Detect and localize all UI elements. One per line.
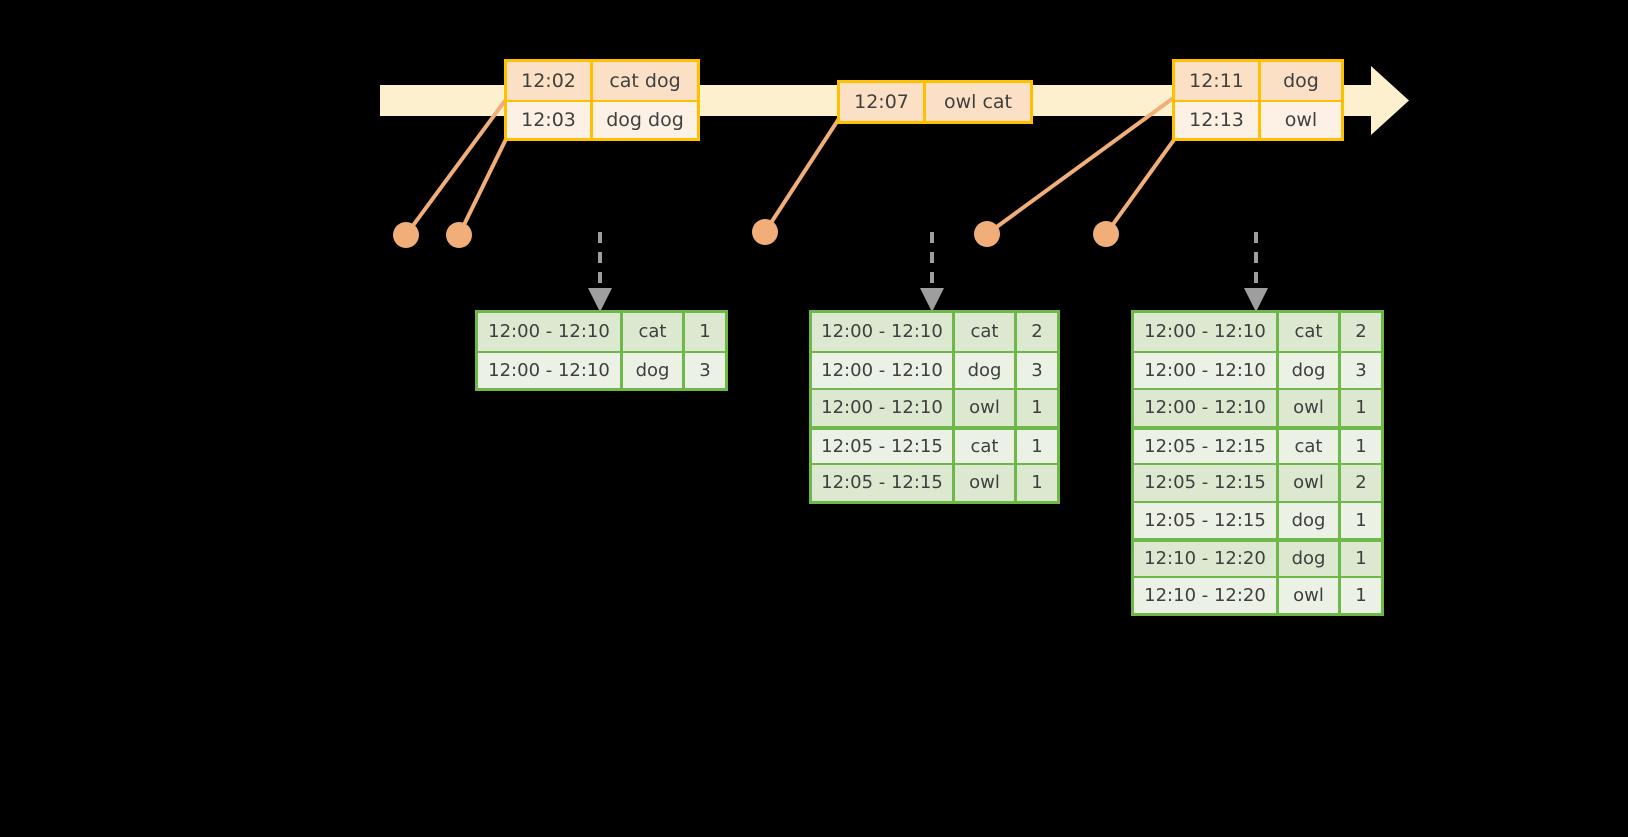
- event-time: 12:02: [507, 62, 593, 100]
- word-cell: dog: [623, 352, 685, 388]
- word-cell: cat: [955, 313, 1017, 351]
- flow-arrow-2: [920, 232, 944, 312]
- word-cell: dog: [1279, 502, 1341, 538]
- window-cell: 12:00 - 12:10: [812, 313, 955, 351]
- event-time: 12:13: [1175, 102, 1261, 138]
- window-cell: 12:00 - 12:10: [1134, 313, 1279, 351]
- connector-dot-3: [752, 219, 778, 245]
- table-row[interactable]: 12:05 - 12:15 dog 1: [1134, 500, 1381, 538]
- event-group-2[interactable]: 12:07 owl cat: [837, 80, 1033, 124]
- table-row[interactable]: 12:00 - 12:10 owl 1: [1134, 388, 1381, 426]
- count-cell: 2: [1341, 465, 1381, 501]
- table-row[interactable]: 12:05 - 12:15 cat 1: [812, 425, 1057, 463]
- connector-dots: [393, 219, 1119, 248]
- count-cell: 1: [1017, 465, 1057, 501]
- event-group-3[interactable]: 12:11 dog 12:13 owl: [1172, 59, 1344, 141]
- event-row[interactable]: 12:03 dog dog: [507, 100, 697, 138]
- window-cell: 12:00 - 12:10: [478, 352, 623, 388]
- table-row[interactable]: 12:00 - 12:10 dog 3: [1134, 350, 1381, 388]
- connector-dot-1: [393, 222, 419, 248]
- word-cell: dog: [955, 352, 1017, 388]
- word-cell: owl: [955, 390, 1017, 426]
- window-cell: 12:00 - 12:10: [812, 390, 955, 426]
- window-cell: 12:00 - 12:10: [1134, 390, 1279, 426]
- event-words: cat dog: [593, 62, 697, 100]
- table-row[interactable]: 12:00 - 12:10 cat 2: [1134, 313, 1381, 351]
- event-words: dog: [1261, 62, 1341, 100]
- table-row[interactable]: 12:00 - 12:10 dog 3: [478, 350, 725, 388]
- event-row[interactable]: 12:02 cat dog: [507, 62, 697, 100]
- word-cell: cat: [1279, 313, 1341, 351]
- connector-line-2: [457, 135, 509, 237]
- table-row[interactable]: 12:00 - 12:10 owl 1: [812, 388, 1057, 426]
- word-cell: owl: [1279, 465, 1341, 501]
- table-row[interactable]: 12:00 - 12:10 cat 2: [812, 313, 1057, 351]
- word-cell: owl: [955, 465, 1017, 501]
- word-cell: cat: [955, 429, 1017, 463]
- count-cell: 3: [1017, 352, 1057, 388]
- window-cell: 12:05 - 12:15: [812, 465, 955, 501]
- event-time: 12:11: [1175, 62, 1261, 100]
- count-cell: 1: [1017, 429, 1057, 463]
- table-row[interactable]: 12:10 - 12:20 dog 1: [1134, 538, 1381, 576]
- agg-table-2[interactable]: 12:00 - 12:10 cat 2 12:00 - 12:10 dog 3 …: [809, 310, 1060, 504]
- window-cell: 12:05 - 12:15: [1134, 429, 1279, 463]
- window-cell: 12:00 - 12:10: [812, 352, 955, 388]
- table-row[interactable]: 12:00 - 12:10 cat 1: [478, 313, 725, 351]
- window-cell: 12:05 - 12:15: [812, 429, 955, 463]
- event-group-1[interactable]: 12:02 cat dog 12:03 dog dog: [504, 59, 700, 141]
- count-cell: 3: [685, 352, 725, 388]
- connector-line-5: [1104, 135, 1178, 236]
- word-cell: owl: [1279, 390, 1341, 426]
- word-cell: cat: [623, 313, 685, 351]
- word-cell: owl: [1279, 577, 1341, 613]
- table-row[interactable]: 12:10 - 12:20 owl 1: [1134, 575, 1381, 613]
- event-row[interactable]: 12:13 owl: [1175, 100, 1341, 138]
- word-cell: dog: [1279, 542, 1341, 576]
- count-cell: 1: [1341, 390, 1381, 426]
- connector-dot-5: [1093, 221, 1119, 247]
- count-cell: 2: [1341, 313, 1381, 351]
- word-cell: cat: [1279, 429, 1341, 463]
- event-time: 12:07: [840, 83, 926, 121]
- connector-dot-2: [446, 222, 472, 248]
- window-cell: 12:05 - 12:15: [1134, 502, 1279, 538]
- window-cell: 12:00 - 12:10: [1134, 352, 1279, 388]
- table-row[interactable]: 12:05 - 12:15 owl 2: [1134, 463, 1381, 501]
- connector-line-1: [404, 96, 509, 237]
- count-cell: 1: [1341, 577, 1381, 613]
- count-cell: 1: [1341, 542, 1381, 576]
- window-cell: 12:10 - 12:20: [1134, 542, 1279, 576]
- table-row[interactable]: 12:05 - 12:15 owl 1: [812, 463, 1057, 501]
- agg-table-1[interactable]: 12:00 - 12:10 cat 1 12:00 - 12:10 dog 3: [475, 310, 728, 391]
- connector-line-3: [763, 115, 842, 234]
- window-cell: 12:05 - 12:15: [1134, 465, 1279, 501]
- word-cell: dog: [1279, 352, 1341, 388]
- count-cell: 2: [1017, 313, 1057, 351]
- count-cell: 3: [1341, 352, 1381, 388]
- count-cell: 1: [685, 313, 725, 351]
- flow-arrow-1: [588, 232, 612, 312]
- event-words: dog dog: [593, 102, 697, 138]
- event-words: owl: [1261, 102, 1341, 138]
- table-row[interactable]: 12:05 - 12:15 cat 1: [1134, 425, 1381, 463]
- table-row[interactable]: 12:00 - 12:10 dog 3: [812, 350, 1057, 388]
- window-cell: 12:10 - 12:20: [1134, 577, 1279, 613]
- count-cell: 1: [1341, 429, 1381, 463]
- connector-dot-4: [974, 221, 1000, 247]
- event-row[interactable]: 12:11 dog: [1175, 62, 1341, 100]
- count-cell: 1: [1341, 502, 1381, 538]
- event-time: 12:03: [507, 102, 593, 138]
- event-row[interactable]: 12:07 owl cat: [840, 83, 1030, 121]
- flow-arrow-3: [1244, 232, 1268, 312]
- window-cell: 12:00 - 12:10: [478, 313, 623, 351]
- event-words: owl cat: [926, 83, 1030, 121]
- flow-arrows: [588, 232, 1268, 312]
- count-cell: 1: [1017, 390, 1057, 426]
- agg-table-3[interactable]: 12:00 - 12:10 cat 2 12:00 - 12:10 dog 3 …: [1131, 310, 1384, 616]
